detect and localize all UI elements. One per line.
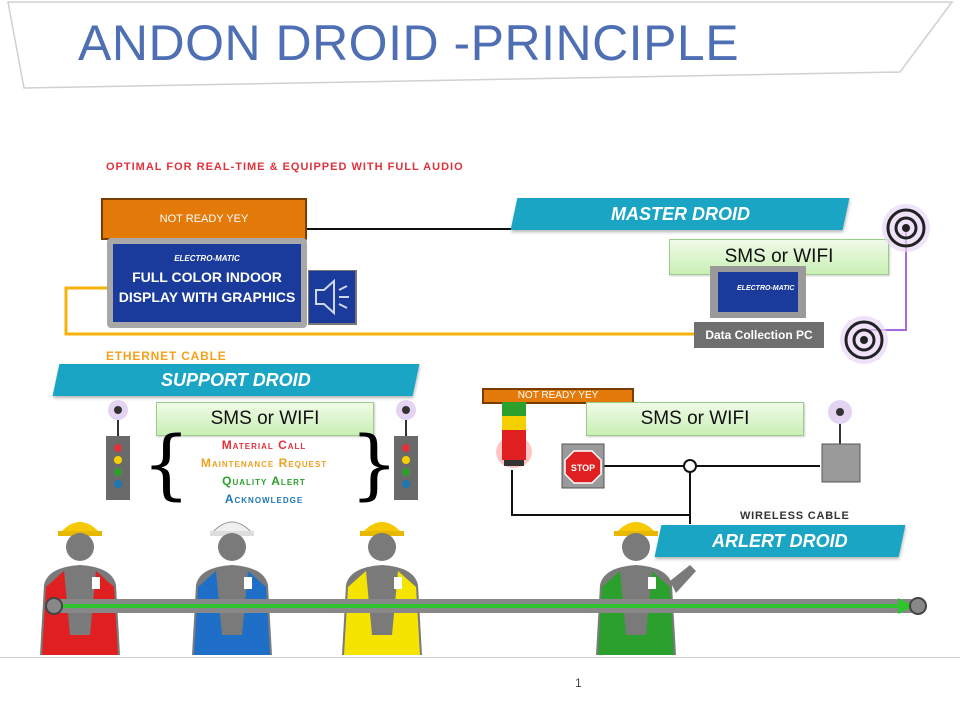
pc-monitor-icon <box>710 266 806 318</box>
worker-red <box>40 522 120 655</box>
alert-sms-wifi: SMS or WIFI <box>586 402 804 436</box>
worker-blue <box>192 521 272 655</box>
speaker-icon <box>308 270 357 325</box>
master-sms-wifi: SMS or WIFI <box>669 239 889 275</box>
worker-green <box>596 522 696 655</box>
page-number: 1 <box>575 676 582 690</box>
wireless-cable-label: WIRELESS CABLE <box>740 510 850 522</box>
request-list: Material Call Maintenance Request Qualit… <box>176 436 352 508</box>
request-acknowledge: Acknowledge <box>224 492 304 506</box>
display-line1: FULL COLOR INDOOR <box>132 269 282 285</box>
andon-light-right-icon <box>394 400 418 500</box>
wireless-antenna-pc-icon <box>840 316 888 364</box>
conveyor-belt <box>45 597 927 615</box>
left-brace: { <box>142 419 191 508</box>
display-brand: ELECTRO-MATIC <box>174 254 240 263</box>
page-title: ANDON DROID -PRINCIPLE <box>78 15 740 71</box>
alert-receiver-icon <box>821 400 861 483</box>
right-brace: } <box>350 419 399 508</box>
indoor-display: ELECTRO-MATIC FULL COLOR INDOOR DISPLAY … <box>107 238 307 328</box>
title-banner <box>7 1 954 89</box>
support-droid-label: SUPPORT DROID <box>52 364 420 396</box>
master-droid-text: MASTER DROID <box>610 204 750 224</box>
workers-conveyor <box>40 521 927 655</box>
stop-box-icon: STOP <box>561 443 605 489</box>
worker-yellow <box>342 522 422 655</box>
master-droid-label: MASTER DROID <box>510 198 850 230</box>
data-collection-pc: Data Collection PC <box>694 322 824 348</box>
stop-text: STOP <box>571 463 595 473</box>
stack-light-icon <box>496 402 532 468</box>
request-maintenance: Maintenance Request <box>200 456 328 470</box>
display-line2: DISPLAY WITH GRAPHICS <box>118 289 296 305</box>
support-droid-text: SUPPORT DROID <box>161 370 311 390</box>
ethernet-label: ETHERNET CABLE <box>106 349 227 363</box>
andon-light-left-icon <box>106 400 130 500</box>
status-box-mid: NOT READY YEY <box>482 388 634 404</box>
realtime-audio-note: OPTIMAL FOR REAL-TIME & EQUIPPED WITH FU… <box>106 161 464 173</box>
request-material-call: Material Call <box>221 438 307 452</box>
pc-brand: ELECTRO-MATIC <box>737 285 795 292</box>
status-box-top: NOT READY YEY <box>101 198 307 240</box>
wireless-antenna-icon <box>882 204 930 252</box>
support-sms-wifi: SMS or WIFI <box>156 402 374 436</box>
request-quality-alert: Quality Alert <box>222 474 306 488</box>
footer-divider <box>0 657 960 658</box>
